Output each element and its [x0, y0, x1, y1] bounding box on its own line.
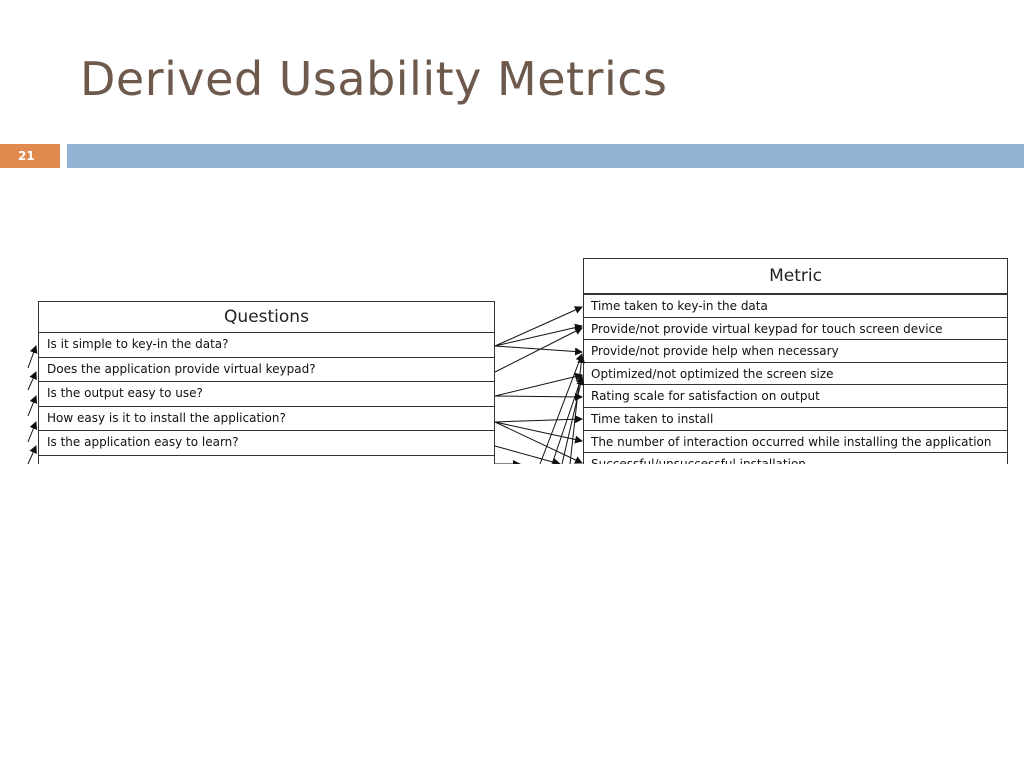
metrics-table: Metric Time taken to key-in the data Pro…	[583, 258, 1008, 464]
questions-header: Questions	[39, 302, 494, 333]
arrow-connector	[551, 375, 584, 464]
arrow-connector	[494, 445, 561, 464]
arrow-connector	[494, 392, 583, 401]
metric-row: Provide/not provide virtual keypad for t…	[584, 318, 1007, 341]
arrow-connector	[494, 421, 583, 444]
question-row: Does the application provide virtual key…	[39, 358, 494, 382]
arrow-connector	[27, 421, 38, 443]
page-number-badge: 21	[0, 144, 60, 168]
arrow-connector	[27, 445, 37, 464]
arrow-connector	[494, 421, 583, 464]
arrow-connector	[494, 345, 583, 356]
mapping-diagram: Questions Is it simple to key-in the dat…	[0, 250, 1024, 464]
slide-title: Derived Usability Metrics	[80, 52, 668, 106]
metrics-header: Metric	[584, 259, 1007, 295]
metric-row: The number of interaction occurred while…	[584, 431, 1007, 454]
header-bar	[67, 144, 1024, 168]
connector-arrows	[27, 306, 586, 464]
metric-row: Time taken to install	[584, 408, 1007, 431]
metric-row: Time taken to key-in the data	[584, 295, 1007, 318]
arrow-connector	[494, 415, 583, 424]
arrow-connector	[494, 323, 583, 347]
arrow-connector	[27, 395, 38, 417]
question-row: Is the output easy to use?	[39, 382, 494, 407]
metric-row: Provide/not provide help when necessary	[584, 340, 1007, 363]
arrow-connector	[539, 353, 584, 464]
arrow-connector	[561, 377, 585, 464]
metric-row: Rating scale for satisfaction on output	[584, 385, 1007, 408]
arrow-connector	[27, 345, 38, 369]
arrow-connector	[494, 306, 583, 347]
arrow-connector	[569, 355, 586, 464]
metric-row: Optimized/not optimized the screen size	[584, 363, 1007, 386]
arrow-connector	[494, 372, 583, 397]
question-row: How easy is it to install the applicatio…	[39, 407, 494, 431]
question-row: Is the application easy to learn?	[39, 431, 494, 456]
questions-table: Questions Is it simple to key-in the dat…	[38, 301, 495, 464]
arrow-connector	[494, 327, 583, 373]
metric-row: Successful/unsuccessful installation	[584, 453, 1007, 464]
arrow-connector	[27, 371, 37, 391]
question-row: Is it simple to key-in the data?	[39, 333, 494, 358]
